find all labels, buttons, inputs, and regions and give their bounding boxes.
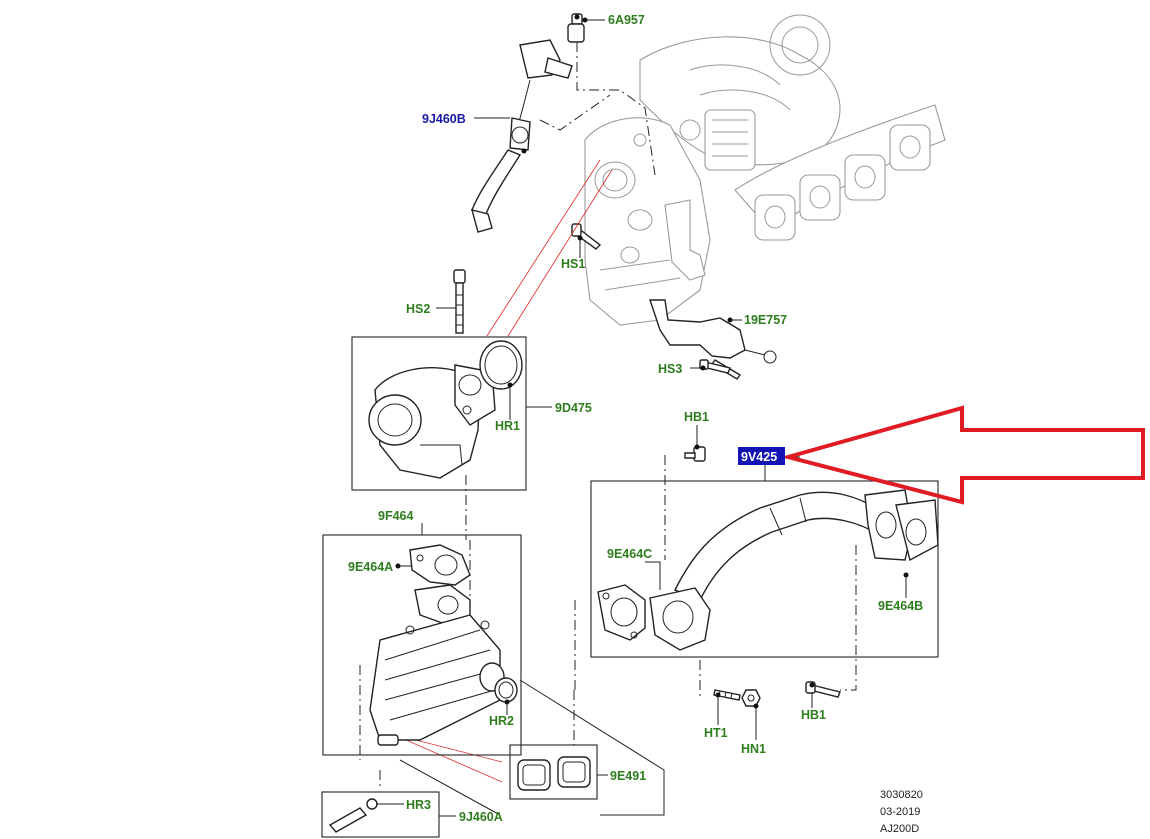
cooler-dash-lines [359,665,575,790]
red-alignment-lines [403,159,613,783]
cooler-leader-line [399,679,665,816]
highlight-9v425[interactable] [738,447,785,465]
label-hs1[interactable]: HS1 [561,257,585,271]
footer-code: AJ200D [880,823,919,835]
bolt-hs1 [571,223,602,250]
label-6a957[interactable]: 6A957 [608,13,645,27]
box-9j460a [321,791,440,838]
hose-route-dash [539,42,656,176]
label-hs3[interactable]: HS3 [658,362,682,376]
label-9e464a[interactable]: 9E464A [348,560,393,574]
leader-lines [376,19,907,817]
nut-hn1 [741,689,761,707]
label-9j460b[interactable]: 9J460B [422,112,466,126]
o-ring-hr2 [494,677,518,703]
fitting-9j460a [328,798,378,833]
hose-9j460b [471,39,573,233]
label-hn1[interactable]: HN1 [741,742,766,756]
box-9d475 [351,336,527,491]
label-hs2[interactable]: HS2 [406,302,430,316]
gasket-9e464a [409,544,471,586]
label-hr1[interactable]: HR1 [495,419,520,433]
label-19e757[interactable]: 19E757 [744,313,787,327]
label-hb1-bottom[interactable]: HB1 [801,708,826,722]
o-ring-hr1 [479,340,523,390]
label-hr2[interactable]: HR2 [489,714,514,728]
part-labels: 6A957 9J460B HS1 HS2 19E757 HS3 9D475 HR… [348,13,923,824]
label-9d475[interactable]: 9D475 [555,401,592,415]
bolt-hb1-top [684,446,706,462]
footer-date: 03-2019 [880,806,920,818]
sensor-6a957 [567,13,585,43]
stud-ht1 [713,689,741,701]
egr-pipe-9v425 [649,489,939,651]
label-9v425[interactable]: 9V425 [741,450,777,464]
bolt-hs2 [453,269,466,334]
leader-dots [395,17,909,709]
pipe-dash-lines [574,455,857,700]
diagram-footer: 3030820 03-2019 AJ200D [880,789,923,835]
label-hb1-top[interactable]: HB1 [684,410,709,424]
turbo-manifold-ghost [584,14,946,326]
label-9e464b[interactable]: 9E464B [878,599,923,613]
seals-9e491 [517,756,591,791]
label-9j460a[interactable]: 9J460A [459,810,503,824]
box-9e491 [509,744,598,800]
label-hr3[interactable]: HR3 [406,798,431,812]
label-9e491[interactable]: 9E491 [610,769,646,783]
egr-cooler-9f464 [369,614,505,746]
egr-valve-9d475 [368,364,496,479]
label-9e464c[interactable]: 9E464C [607,547,652,561]
red-callout-arrow [780,405,1145,505]
label-ht1[interactable]: HT1 [704,726,728,740]
footer-ref: 3030820 [880,789,923,801]
gasket-9e464c [597,584,646,641]
label-9f464[interactable]: 9F464 [378,509,413,523]
